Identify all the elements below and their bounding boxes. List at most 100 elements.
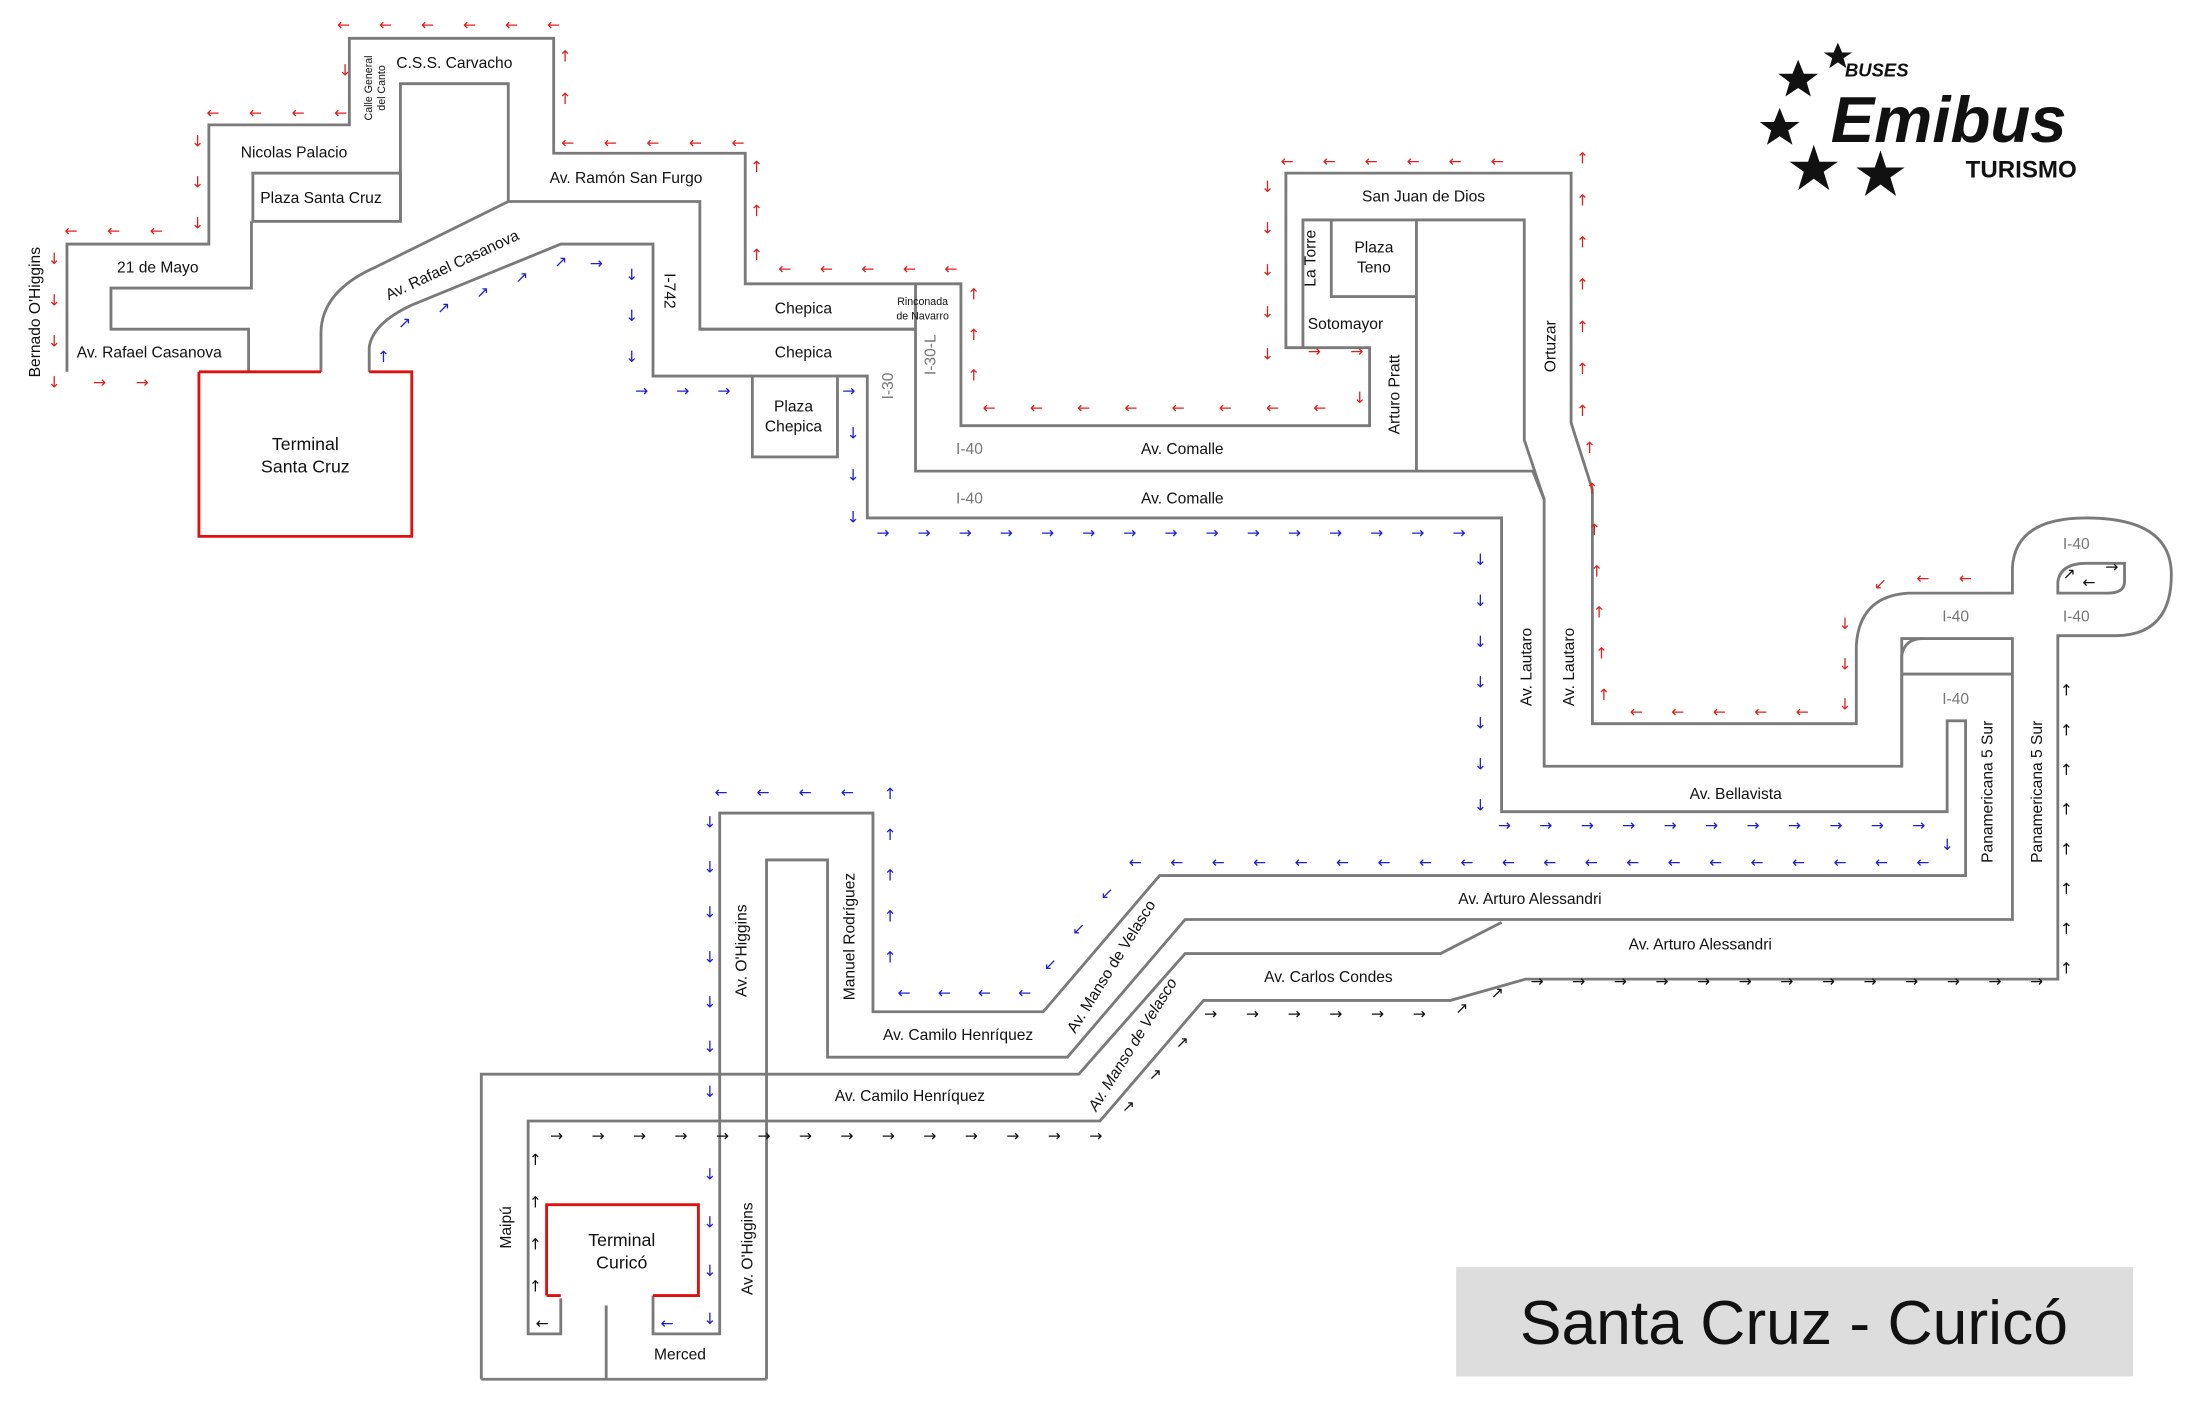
arrow-up-icon: ↑ xyxy=(883,948,896,966)
arrow-left-icon: ← xyxy=(799,784,812,802)
arrow-down-icon: ↓ xyxy=(847,425,860,443)
arrow-right-icon: → xyxy=(1739,972,1752,990)
label-comalle: Av. Comalle xyxy=(1141,441,1224,458)
arrow-down-icon: ↓ xyxy=(703,1310,716,1328)
label-i40: I-40 xyxy=(2063,609,2090,626)
arrow-right-icon: → xyxy=(1164,524,1177,542)
arrow-right-icon: → xyxy=(591,1127,604,1145)
arrow-up-right-icon: ↗ xyxy=(476,284,489,302)
arrow-right-icon: → xyxy=(1531,972,1544,990)
arrow-down-left-icon: ↙ xyxy=(1101,884,1114,902)
arrow-up-icon: ↑ xyxy=(750,246,763,264)
label-la-torre: La Torre xyxy=(1303,230,1320,287)
arrow-left-icon: ← xyxy=(547,16,560,34)
arrow-down-icon: ↓ xyxy=(1261,178,1274,196)
arrow-right-icon: → xyxy=(1000,524,1013,542)
arrow-down-icon: ↓ xyxy=(703,1038,716,1056)
route-title-box: Santa Cruz - Curicó xyxy=(1456,1267,2134,1377)
arrow-down-icon: ↓ xyxy=(1474,551,1487,569)
arrow-right-icon: → xyxy=(93,374,106,392)
arrow-right-icon: → xyxy=(1498,816,1511,834)
arrow-right-icon: → xyxy=(635,382,648,400)
label-carlos-condes: Av. Carlos Condes xyxy=(1264,969,1393,986)
arrow-right-icon: → xyxy=(1988,972,2001,990)
arrow-up-icon: ↑ xyxy=(750,202,763,220)
arrow-left-icon: ← xyxy=(1834,853,1847,871)
arrow-right-icon: → xyxy=(1788,816,1801,834)
label-i40: I-40 xyxy=(956,441,983,458)
arrow-down-left-icon: ↙ xyxy=(1874,575,1887,593)
arrow-up-right-icon: ↗ xyxy=(1149,1065,1162,1083)
arrow-left-icon: ← xyxy=(1419,853,1432,871)
arrow-down-icon: ↓ xyxy=(48,291,61,309)
arrow-right-icon: → xyxy=(1664,816,1677,834)
arrow-right-icon: → xyxy=(717,382,730,400)
label-arturo-pratt: Arturo Pratt xyxy=(1386,354,1403,434)
arrow-up-icon: ↑ xyxy=(1576,192,1589,210)
arrow-left-icon: ← xyxy=(938,984,951,1002)
arrow-right-icon: → xyxy=(1581,816,1594,834)
arrow-right-icon: → xyxy=(1350,342,1363,360)
arrow-up-icon: ↑ xyxy=(529,1278,542,1296)
arrow-up-icon: ↑ xyxy=(1595,645,1608,663)
arrow-right-icon: → xyxy=(965,1127,978,1145)
arrow-left-icon: ← xyxy=(1212,853,1225,871)
arrow-right-icon: → xyxy=(1329,524,1342,542)
plaza-chepica xyxy=(750,374,839,459)
arrow-left-icon: ← xyxy=(505,16,518,34)
arrow-left-icon: ← xyxy=(421,16,434,34)
arrow-down-icon: ↓ xyxy=(625,348,638,366)
arrow-left-icon: ← xyxy=(1959,569,1972,587)
arrow-right-icon: → xyxy=(2030,972,2043,990)
arrow-down-icon: ↓ xyxy=(191,174,204,192)
arrow-up-icon: ↑ xyxy=(2060,880,2073,898)
label-chepica: Chepica xyxy=(775,345,833,362)
arrow-up-icon: ↑ xyxy=(967,367,980,385)
arrow-left-icon: ← xyxy=(2083,574,2096,592)
arrow-up-right-icon: ↗ xyxy=(1122,1097,1135,1115)
arrow-down-icon: ↓ xyxy=(48,250,61,268)
arrow-left-icon: ← xyxy=(1668,853,1681,871)
arrow-up-icon: ↑ xyxy=(883,826,896,844)
arrow-right-icon: → xyxy=(757,1127,770,1145)
arrow-up-icon: ↑ xyxy=(1592,604,1605,622)
arrow-left-icon: ← xyxy=(715,784,728,802)
arrow-right-icon: → xyxy=(799,1127,812,1145)
arrow-up-icon: ↑ xyxy=(967,326,980,344)
arrow-left-icon: ← xyxy=(1253,853,1266,871)
label-lautaro: Av. Lautaro xyxy=(1561,627,1578,706)
arrow-down-icon: ↓ xyxy=(703,993,716,1011)
arrow-right-icon: → xyxy=(550,1127,563,1145)
arrow-right-icon: → xyxy=(1370,524,1383,542)
arrow-left-icon: ← xyxy=(561,134,574,152)
arrow-right-icon: → xyxy=(1746,816,1759,834)
arrow-left-icon: ← xyxy=(604,134,617,152)
arrow-left-icon: ← xyxy=(1875,853,1888,871)
route-arrows: ←←←←←←↑↑↓←←←←↓↓↓←←←↓↓↓↓→→←←←←←↑↑↑←←←←←↑↑… xyxy=(48,16,2119,1332)
arrow-left-icon: ← xyxy=(1018,984,1031,1002)
arrow-left-icon: ← xyxy=(661,1314,674,1332)
arrow-right-icon: → xyxy=(1411,524,1424,542)
arrow-right-icon: → xyxy=(1539,816,1552,834)
arrow-down-left-icon: ↙ xyxy=(1072,920,1085,938)
label-arturo-alessandri: Av. Arturo Alessandri xyxy=(1458,891,1601,908)
arrow-right-icon: → xyxy=(1614,972,1627,990)
arrow-left-icon: ← xyxy=(1170,853,1183,871)
road-i40-box xyxy=(1900,637,2013,767)
arrow-up-icon: ↑ xyxy=(1597,686,1610,704)
arrow-right-icon: → xyxy=(1006,1127,1019,1145)
label-lautaro: Av. Lautaro xyxy=(1518,627,1535,706)
arrow-up-icon: ↑ xyxy=(750,158,763,176)
arrow-right-icon: → xyxy=(1452,524,1465,542)
arrow-left-icon: ← xyxy=(1172,399,1185,417)
arrow-left-icon: ← xyxy=(107,222,120,240)
arrow-up-icon: ↑ xyxy=(2060,920,2073,938)
label-i40: I-40 xyxy=(1942,609,1969,626)
arrow-up-icon: ↑ xyxy=(1590,562,1603,580)
arrow-up-icon: ↑ xyxy=(558,90,571,108)
arrow-up-right-icon: ↗ xyxy=(1176,1033,1189,1051)
label-i30l: I-30-L xyxy=(922,334,939,375)
arrow-up-icon: ↑ xyxy=(1576,276,1589,294)
arrow-up-icon: ↑ xyxy=(883,785,896,803)
arrow-up-icon: ↑ xyxy=(2060,801,2073,819)
